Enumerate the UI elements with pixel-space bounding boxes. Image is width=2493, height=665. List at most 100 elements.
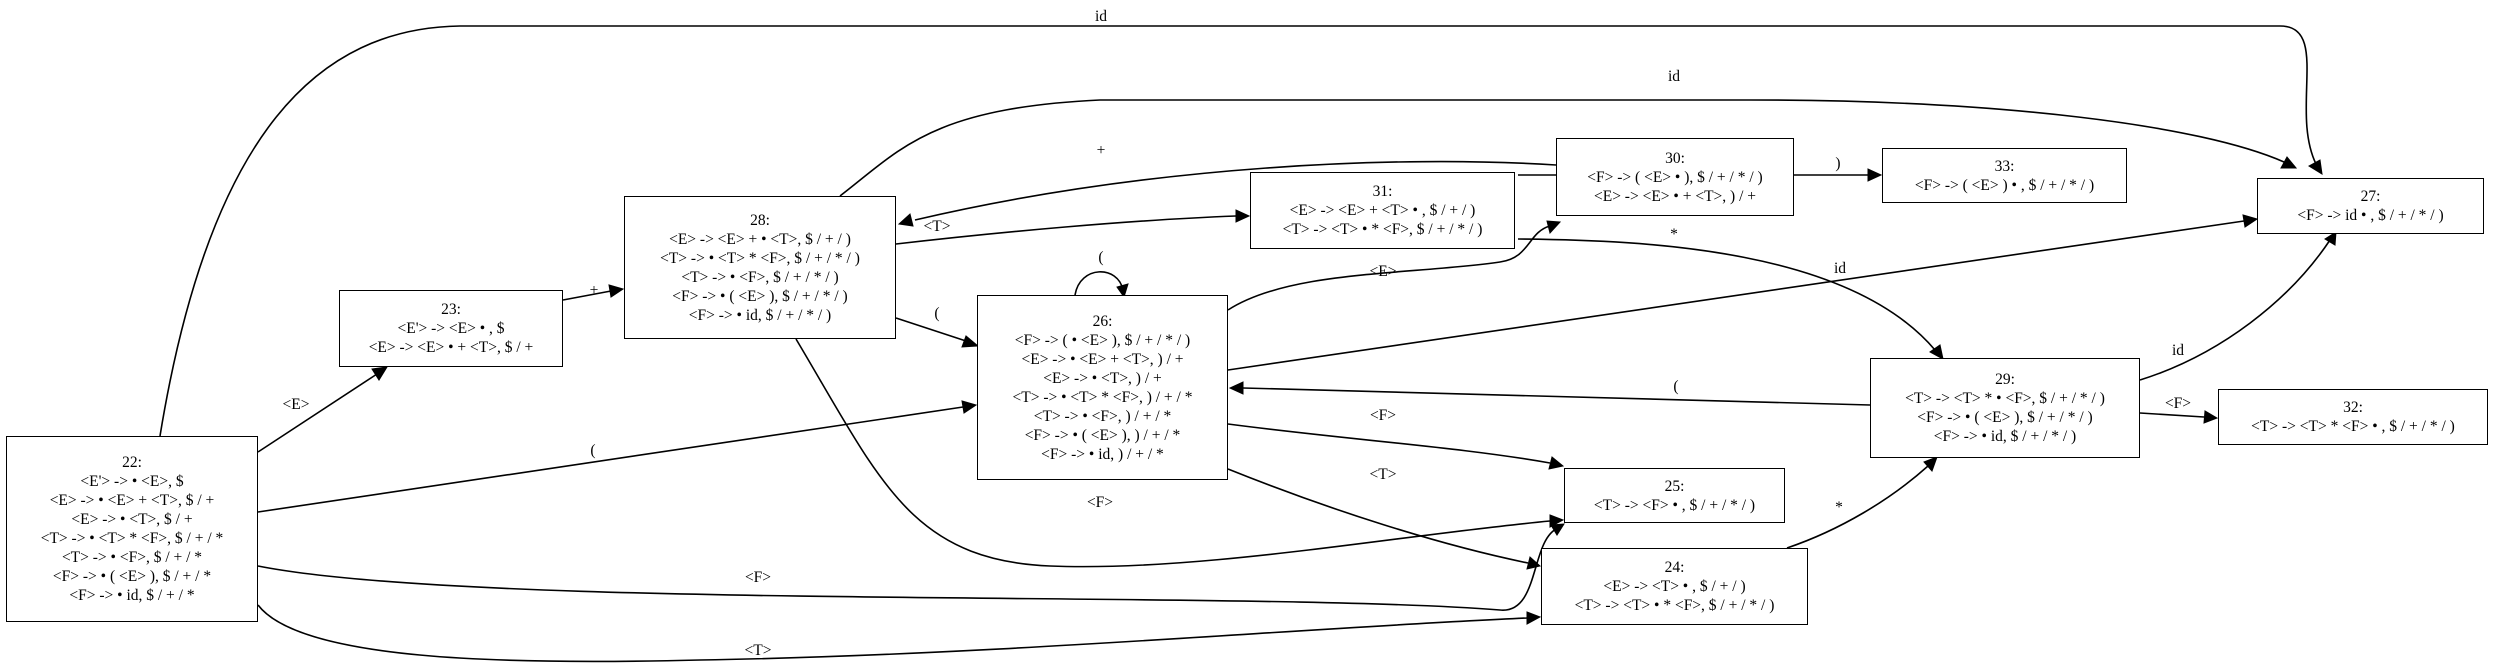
state-28-line-5: <F> -> • id, $ / + / * / ) bbox=[688, 306, 832, 324]
state-30-line-0: 30: bbox=[1665, 149, 1685, 167]
edge-label-29-27: id bbox=[2171, 342, 2185, 359]
arrowhead-26-30 bbox=[1546, 220, 1562, 235]
state-23-line-0: 23: bbox=[441, 301, 461, 318]
state-31: 31: <E> -> <E> + <T> • , $ / + / ) <T> -… bbox=[1250, 172, 1515, 249]
arrowhead-26-24 bbox=[1526, 556, 1542, 570]
edge-22-26 bbox=[257, 406, 964, 513]
state-28-line-4: <F> -> • ( <E> ), $ / + / * / ) bbox=[672, 287, 848, 305]
edge-26-24 bbox=[1227, 468, 1529, 564]
edge-label-22-26: ( bbox=[590, 442, 596, 459]
state-26-line-7: <F> -> • id, ) / + / * bbox=[1041, 445, 1164, 463]
arrowhead-28-27 bbox=[2280, 156, 2298, 169]
edge-22-23 bbox=[257, 373, 378, 453]
arrowhead-29-27 bbox=[2324, 231, 2337, 246]
arrowhead-23-28 bbox=[608, 284, 625, 298]
edge-label-26-26: ( bbox=[1098, 249, 1104, 266]
state-31-line-2: <T> -> <T> • * <F>, $ / + / * / ) bbox=[1282, 221, 1483, 238]
state-22: 22: <E'> -> • <E>, $ <E> -> • <E> + <T>,… bbox=[6, 436, 258, 622]
edge-22-24 bbox=[257, 604, 1528, 663]
state-32-line-1: <T> -> <T> * <F> • , $ / + / * / ) bbox=[2251, 418, 2455, 435]
state-26: 26: <F> -> ( • <E> ), $ / + / * / ) <E> … bbox=[977, 295, 1228, 480]
state-26-line-5: <T> -> • <F>, ) / + / * bbox=[1033, 407, 1172, 425]
state-24-line-0: 24: bbox=[1664, 559, 1685, 576]
edge-label-22-27: id bbox=[1094, 8, 1108, 25]
edge-label-28-25: <F> bbox=[1086, 494, 1114, 511]
arrowhead-31-29 bbox=[1929, 344, 1944, 360]
edge-label-30-28: + bbox=[1096, 142, 1106, 159]
state-22-line-4: <T> -> • <T> * <F>, $ / + / * bbox=[40, 530, 224, 547]
edge-23-28 bbox=[562, 290, 612, 301]
arrowhead-29-32 bbox=[2203, 410, 2219, 424]
state-32-line-0: 32: bbox=[2343, 399, 2363, 416]
state-29-line-1: <T> -> <T> * • <F>, $ / + / * / ) bbox=[1905, 390, 2105, 407]
state-26-line-2: <E> -> • <E> + <T>, ) / + bbox=[1021, 350, 1184, 368]
edge-label-29-26: ( bbox=[1673, 378, 1679, 395]
edge-29-26 bbox=[1242, 387, 1871, 406]
edge-30-28 bbox=[914, 160, 1557, 221]
edge-label-28-27: id bbox=[1667, 68, 1681, 85]
state-22-line-1: <E'> -> • <E>, $ bbox=[80, 473, 184, 490]
arrowhead-30-33 bbox=[1867, 168, 1883, 182]
state-25-line-1: <T> -> <F> • , $ / + / * / ) bbox=[1593, 496, 1756, 514]
edge-label-28-26: ( bbox=[934, 305, 940, 322]
state-24-line-1: <E> -> <T> • , $ / + / ) bbox=[1603, 578, 1746, 595]
state-28-line-0: 28: bbox=[750, 211, 770, 229]
arrowhead-26-27 bbox=[2242, 214, 2259, 228]
edge-label-31-29: * bbox=[1670, 226, 1678, 243]
edge-label-30-33: ) bbox=[1835, 155, 1841, 172]
state-23-line-1: <E'> -> <E> • , $ bbox=[397, 320, 505, 337]
edge-label-23-28: + bbox=[589, 282, 599, 299]
state-23-line-2: <E> -> <E> • + <T>, $ / + bbox=[368, 339, 534, 356]
state-22-line-0: 22: bbox=[122, 454, 142, 471]
arrowhead-28-25 bbox=[1549, 514, 1565, 528]
edge-29-32 bbox=[2139, 412, 2205, 418]
state-26-line-0: 26: bbox=[1092, 312, 1113, 330]
arrowhead-26-25 bbox=[1548, 456, 1565, 470]
edge-label-29-32: <F> bbox=[2164, 395, 2192, 412]
state-25-line-0: 25: bbox=[1664, 477, 1685, 495]
state-30-line-2: <E> -> <E> • + <T>, ) / + bbox=[1593, 187, 1756, 205]
edge-26-30 bbox=[1227, 225, 1551, 311]
edge-label-22-24: <T> bbox=[744, 642, 772, 659]
state-23: 23: <E'> -> <E> • , $ <E> -> <E> • + <T>… bbox=[339, 290, 563, 367]
edge-28-26 bbox=[895, 317, 967, 342]
state-27-line-0: 27: bbox=[2360, 188, 2381, 205]
edge-28-27 bbox=[839, 99, 2285, 197]
edge-26-27 bbox=[1227, 220, 2245, 371]
edge-label-22-23: <E> bbox=[282, 396, 310, 413]
edge-22-27 bbox=[159, 25, 2317, 437]
state-27: 27: <F> -> id • , $ / + / * / ) bbox=[2257, 178, 2484, 234]
arrowhead-24-29 bbox=[1923, 456, 1938, 472]
edge-29-27 bbox=[2139, 239, 2331, 381]
state-33: 33: <F> -> ( <E> ) • , $ / + / * / ) bbox=[1882, 148, 2127, 203]
state-31-line-1: <E> -> <E> + <T> • , $ / + / ) bbox=[1289, 202, 1476, 219]
edge-31-29 bbox=[1517, 238, 1936, 351]
state-27-line-1: <F> -> id • , $ / + / * / ) bbox=[2297, 207, 2444, 224]
state-24: 24: <E> -> <T> • , $ / + / ) <T> -> <T> … bbox=[1541, 548, 1808, 625]
state-28-line-2: <T> -> • <T> * <F>, $ / + / * / ) bbox=[660, 249, 860, 267]
state-26-line-3: <E> -> • <T>, ) / + bbox=[1043, 369, 1162, 387]
arrowhead-22-25 bbox=[1550, 523, 1565, 536]
edge-label-26-27: id bbox=[1833, 260, 1847, 277]
edge-26-25 bbox=[1227, 423, 1551, 464]
edge-label-26-25: <F> bbox=[1369, 407, 1397, 424]
edge-label-28-31: <T> bbox=[923, 218, 951, 235]
edge-26-26 bbox=[1074, 271, 1124, 296]
state-31-line-0: 31: bbox=[1372, 183, 1393, 200]
arrowhead-22-24 bbox=[1526, 611, 1542, 625]
state-22-line-3: <E> -> • <T>, $ / + bbox=[71, 511, 193, 528]
arrowhead-28-31 bbox=[1235, 209, 1251, 223]
edge-label-26-30: <E> bbox=[1369, 263, 1397, 280]
arrowhead-28-26 bbox=[961, 335, 980, 348]
state-26-line-4: <T> -> • <T> * <F>, ) / + / * bbox=[1012, 388, 1193, 406]
edge-28-25 bbox=[795, 338, 1551, 568]
state-30-line-1: <F> -> ( <E> • ), $ / + / * / ) bbox=[1587, 168, 1763, 186]
edge-22-25 bbox=[257, 527, 1559, 611]
arrowhead-30-28 bbox=[897, 213, 914, 227]
state-28-line-1: <E> -> <E> + • <T>, $ / + / ) bbox=[669, 230, 851, 248]
state-28-line-3: <T> -> • <F>, $ / + / * / ) bbox=[681, 268, 839, 286]
state-26-line-1: <F> -> ( • <E> ), $ / + / * / ) bbox=[1014, 331, 1191, 349]
state-25: 25: <T> -> <F> • , $ / + / * / ) bbox=[1564, 468, 1785, 523]
state-29-line-3: <F> -> • id, $ / + / * / ) bbox=[1933, 428, 2077, 445]
